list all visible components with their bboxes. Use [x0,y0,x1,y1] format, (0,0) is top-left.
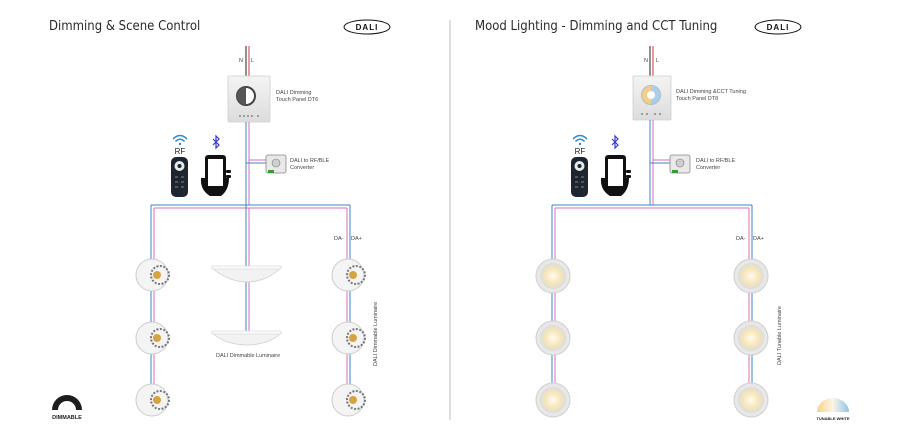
downlight-icon [733,258,769,294]
downlight-icon [135,258,170,292]
tunable-white-badge-icon [817,398,849,412]
downlight-icon [535,258,571,294]
converter-label-2-r: Converter [696,165,720,171]
side-luminaire-label: DALI Dimmable Luminaire [373,302,379,366]
tunable-badge-label: TUNABLE WHITE [816,416,849,421]
bluetooth-icon [611,134,619,150]
converter-icon [265,154,287,174]
downlight-icon [733,382,769,418]
downlight-icon [135,321,170,355]
da-minus-label-r: DA- [736,236,746,242]
rf-label-r: RF [575,147,586,156]
center-luminaire-label: DALI Dimmable Luminaire [216,353,280,359]
downlight-icon [331,258,366,292]
mains-n-label: N [239,58,243,64]
panel-label-1: DALI Dimming [276,90,311,96]
remote-icon [171,157,188,197]
wifi-icon [572,134,588,146]
downlight-icon [331,321,366,355]
da-plus-label-r: DA+ [753,236,764,242]
dimmable-badge-icon [52,395,82,410]
da-minus-label: DA- [334,236,344,242]
downlight-icon [535,320,571,356]
downlight-icon [135,383,170,417]
converter-label-1-r: DALI to RF/BLE [696,158,735,164]
svg-text:DALI: DALI [356,23,379,32]
rf-label: RF [175,147,186,156]
converter-label-2: Converter [290,165,314,171]
side-luminaire-label-r: DALI Tunable Luminaire [777,306,783,365]
right-diagram: Mood Lighting - Dimming and CCT Tuning D… [475,19,850,421]
downlight-icon [535,382,571,418]
mains-n-label-r: N [644,58,648,64]
left-title: Dimming & Scene Control [49,19,200,34]
converter-icon [669,154,691,174]
da-plus-label: DA+ [351,236,362,242]
panel-label-2-r: Touch Panel DT8 [676,96,718,102]
bluetooth-icon [212,134,220,150]
dali-logo-right: DALI [754,19,802,35]
dimmable-badge-label: DIMMABLE [52,415,82,421]
panel-light-icon [210,330,282,346]
mains-l-label-r: L [656,58,659,64]
phone-icon [600,155,631,196]
wifi-icon [172,134,188,146]
left-diagram: Dimming & Scene Control DALI N L DALI Di… [49,19,391,421]
svg-text:DALI: DALI [767,23,790,32]
mains-l-label: L [251,58,254,64]
right-title: Mood Lighting - Dimming and CCT Tuning [475,19,717,34]
ceiling-light-icon [210,265,283,283]
phone-icon [200,155,231,196]
touch-panel-icon [227,75,271,123]
panel-label-1-r: DALI Dimming &CCT Tuning [676,89,746,95]
touch-panel-icon [632,75,672,121]
panel-label-2: Touch Panel DT6 [276,97,318,103]
converter-label-1: DALI to RF/BLE [290,158,329,164]
dali-logo-left: DALI [343,19,391,35]
downlight-icon [331,383,366,417]
downlight-icon [733,320,769,356]
remote-icon [571,157,588,197]
